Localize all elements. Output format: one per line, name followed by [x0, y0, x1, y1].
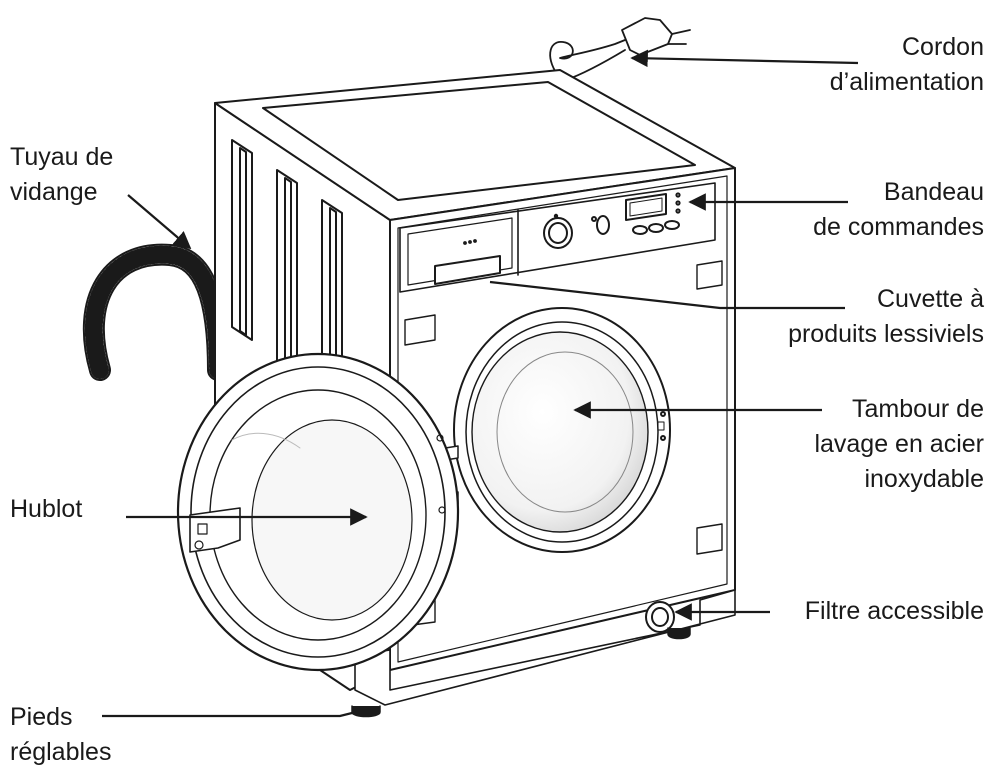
program-knob: [543, 217, 573, 249]
door-glass: [251, 419, 413, 621]
label-cordon: Cordon d’alimentation: [830, 30, 984, 100]
label-cuvette-line2: produits lessiviels: [788, 320, 984, 348]
label-pieds-line2: réglables: [10, 738, 112, 766]
door-handle: [189, 507, 241, 553]
label-pieds-line1: Pieds: [10, 703, 73, 731]
leader-tuyau: [127, 194, 192, 250]
detergent-drawer-handle: [434, 255, 501, 285]
label-pieds: Pieds réglables: [10, 700, 111, 770]
machine-illustration: [82, 17, 736, 718]
label-filtre-line1: Filtre accessible: [804, 597, 984, 625]
label-hublot-line1: Hublot: [10, 495, 83, 523]
drain-hose: [82, 243, 229, 381]
plinth: [354, 589, 736, 706]
label-tuyau: Tuyau de vidange: [10, 140, 113, 210]
label-hublot: Hublot: [10, 492, 82, 527]
label-cordon-line1: Cordon: [902, 33, 984, 61]
power-cord: [549, 17, 691, 81]
foot-front-right: [667, 627, 691, 640]
label-bandeau-line1: Bandeau: [883, 178, 984, 206]
foot-front-left: [351, 705, 381, 718]
leader-lines: [102, 49, 859, 718]
label-filtre: Filtre accessible: [805, 594, 984, 629]
label-tambour-line3: inoxydable: [864, 465, 984, 493]
label-tambour-line2: lavage en acier: [814, 430, 984, 458]
label-tuyau-line1: Tuyau de: [10, 143, 114, 171]
label-tambour: Tambour de lavage en acier inoxydable: [814, 392, 984, 497]
leader-cordon: [630, 49, 859, 68]
filter-cap: [645, 601, 675, 633]
display: [625, 193, 667, 221]
leader-pieds: [102, 710, 357, 718]
label-cuvette-line1: Cuvette à: [876, 285, 984, 313]
label-bandeau: Bandeau de commandes: [813, 175, 984, 245]
leader-cuvette: [489, 280, 845, 310]
drum: [471, 331, 649, 533]
label-cuvette: Cuvette à produits lessiviels: [788, 282, 984, 352]
label-cordon-line2: d’alimentation: [829, 68, 984, 96]
label-tambour-line1: Tambour de: [851, 395, 984, 423]
label-bandeau-line2: de commandes: [813, 213, 984, 241]
label-tuyau-line2: vidange: [10, 178, 98, 206]
